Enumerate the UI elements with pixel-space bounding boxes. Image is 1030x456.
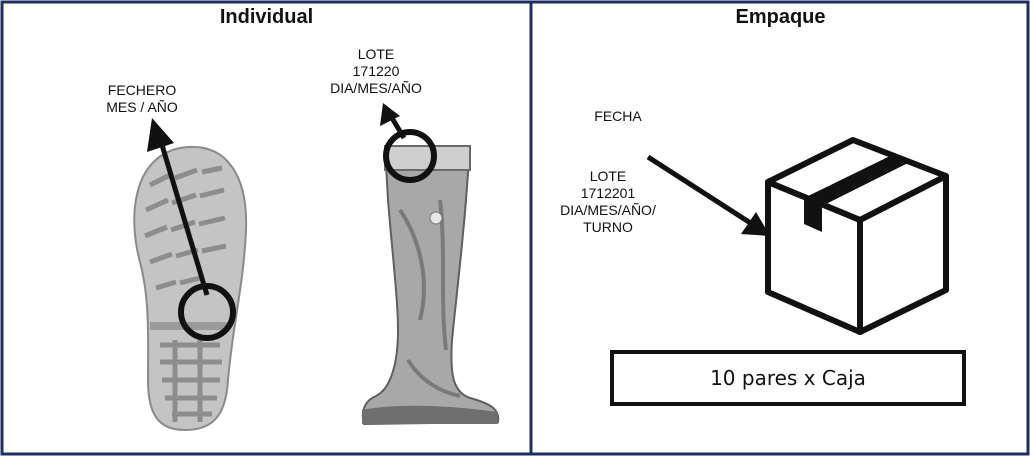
individual-panel-title: Individual	[219, 6, 314, 28]
box-icon	[765, 137, 949, 335]
fechero-label: FECHERO MES / AÑO	[82, 82, 202, 116]
lote-arrow-head	[380, 103, 400, 126]
boot-callout-circle	[383, 129, 437, 183]
fecha-label: FECHA	[594, 108, 642, 124]
lote-individual-line-3: DIA/MES/AÑO	[330, 80, 422, 96]
empaque-panel-title: Empaque	[735, 6, 826, 28]
lote-empaque-line-4: TURNO	[583, 219, 633, 235]
fechero-label-line-2: MES / AÑO	[106, 99, 178, 115]
lote-individual-line-2: 171220	[352, 63, 400, 79]
lote-empaque-line-2: 1712201	[580, 185, 636, 201]
fechero-label-line-1: FECHERO	[107, 82, 177, 98]
empaque-arrow-head	[741, 212, 770, 236]
lote-individual-label: LOTE 171220 DIA/MES/AÑO	[306, 46, 446, 97]
lote-individual-line-1: LOTE	[357, 46, 395, 62]
package-quantity-box: 10 pares x Caja	[610, 350, 966, 406]
empaque-arrow-shaft	[646, 154, 754, 227]
tall-boot-illustration	[361, 145, 500, 426]
lote-empaque-line-1: LOTE	[589, 168, 627, 184]
lote-empaque-line-3: DIA/MES/AÑO/	[560, 202, 656, 218]
lote-arrow-shaft	[389, 116, 407, 140]
sole-callout-circle	[178, 283, 236, 341]
fechero-arrow-shaft	[159, 144, 210, 296]
fechero-arrow-head	[147, 118, 174, 152]
lote-empaque-label: LOTE 1712201 DIA/MES/AÑO/ TURNO	[548, 168, 668, 236]
